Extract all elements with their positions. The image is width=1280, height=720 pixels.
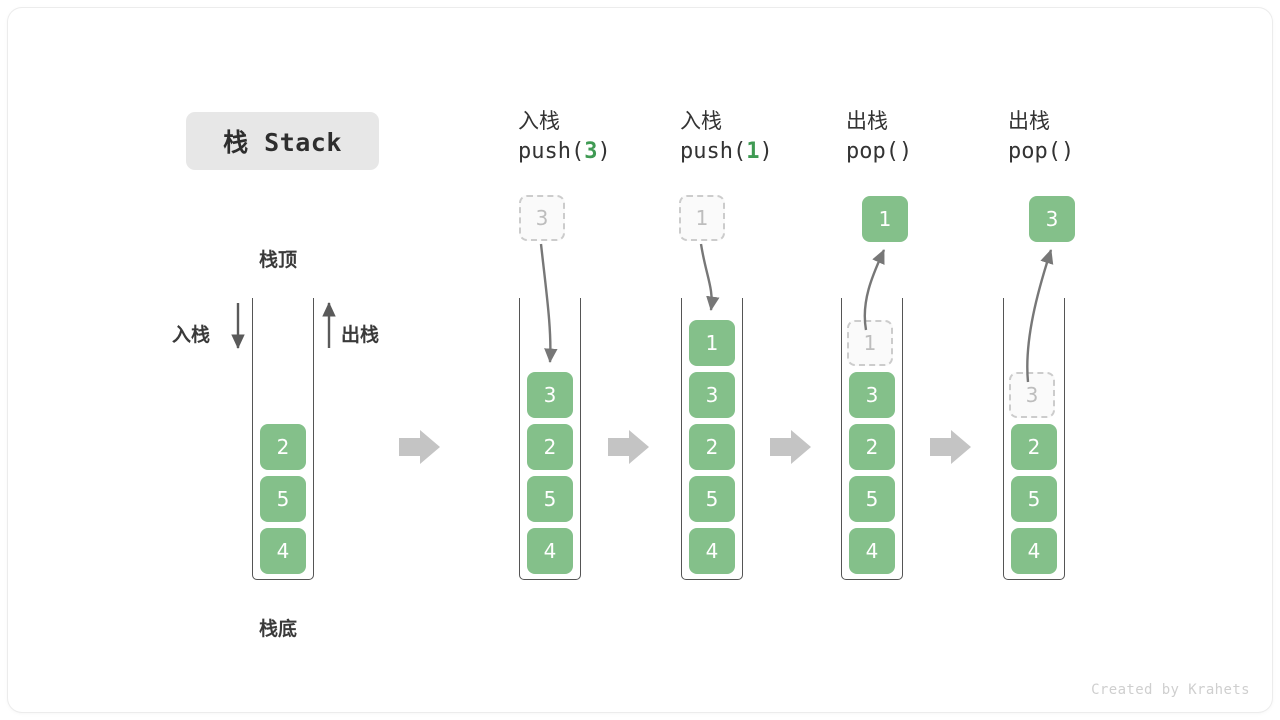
stack-top-label: 栈顶 [259, 249, 298, 271]
heading-cn: 入栈 [518, 109, 560, 133]
stack-item: 4 [1011, 528, 1057, 574]
heading-cn: 出栈 [846, 109, 888, 133]
heading-code-tail: ) [898, 139, 913, 164]
floating-ghost-item: 3 [519, 195, 565, 241]
heading-code-tail: ) [759, 139, 773, 164]
heading-code: push(1) [680, 136, 773, 168]
heading-code: pop() [1008, 136, 1074, 168]
heading-code-tail: ) [1060, 139, 1075, 164]
stack-item: 3 [527, 372, 573, 418]
stack-item: 5 [260, 476, 306, 522]
heading-code: push(3) [518, 136, 611, 168]
column-heading-push-3: 入栈 push(3) [518, 106, 611, 168]
stack-item: 2 [527, 424, 573, 470]
heading-code-fn: push( [518, 139, 585, 164]
stack-item: 2 [689, 424, 735, 470]
pop-direction-label: 出栈 [341, 324, 380, 346]
stack-item: 4 [689, 528, 735, 574]
stack-container-pop-1 [841, 298, 903, 580]
heading-cn: 入栈 [680, 109, 722, 133]
stack-item: 5 [849, 476, 895, 522]
stack-item: 2 [1011, 424, 1057, 470]
heading-code-arg: 1 [746, 139, 760, 164]
column-heading-push-1: 入栈 push(1) [680, 106, 773, 168]
stack-bottom-label: 栈底 [259, 618, 298, 640]
floating-ghost-item: 1 [679, 195, 725, 241]
stack-item: 5 [689, 476, 735, 522]
stack-item: 3 [849, 372, 895, 418]
heading-code-tail: ) [597, 139, 611, 164]
stack-title-badge: 栈 Stack [186, 112, 379, 170]
stack-item: 2 [849, 424, 895, 470]
heading-code: pop() [846, 136, 912, 168]
stack-item: 4 [527, 528, 573, 574]
stack-container-push-3 [519, 298, 581, 580]
push-direction-label: 入栈 [172, 324, 211, 346]
stack-item: 4 [260, 528, 306, 574]
stack-item: 5 [1011, 476, 1057, 522]
stack-item: 5 [527, 476, 573, 522]
stack-item: 1 [689, 320, 735, 366]
popped-item: 1 [862, 196, 908, 242]
heading-code-fn: pop( [846, 139, 899, 164]
popped-item: 3 [1029, 196, 1075, 242]
stack-item: 4 [849, 528, 895, 574]
heading-code-fn: pop( [1008, 139, 1061, 164]
stack-container-push-1 [681, 298, 743, 580]
heading-code-arg: 3 [584, 139, 598, 164]
column-heading-pop-1: 出栈 pop() [846, 106, 912, 168]
stack-item: 3 [689, 372, 735, 418]
stack-ghost-item: 1 [847, 320, 893, 366]
stack-ghost-item: 3 [1009, 372, 1055, 418]
heading-code-fn: push( [680, 139, 747, 164]
stack-container-initial [252, 298, 314, 580]
stack-item: 2 [260, 424, 306, 470]
credit-text: Created by Krahets [1091, 682, 1250, 698]
column-heading-pop-3: 出栈 pop() [1008, 106, 1074, 168]
stack-container-pop-3 [1003, 298, 1065, 580]
heading-cn: 出栈 [1008, 109, 1050, 133]
